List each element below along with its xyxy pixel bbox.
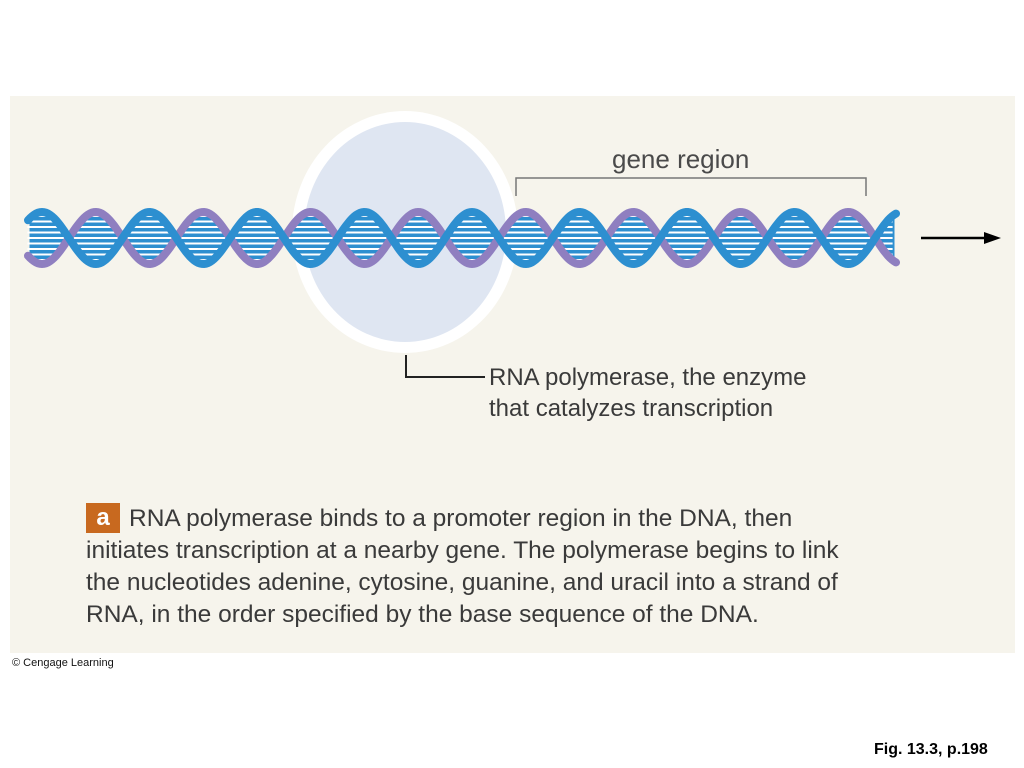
figure-reference: Fig. 13.3, p.198 — [874, 741, 988, 758]
figure-caption: a RNA polymerase binds to a promoter regi… — [86, 503, 991, 631]
right-arrow-icon — [921, 232, 1001, 244]
figure-panel — [10, 96, 1015, 653]
dna-strand-purple — [24, 207, 900, 269]
polymerase-label-line-2: that catalyzes transcription — [489, 395, 774, 422]
polymerase-label-line-1: RNA polymerase, the enzyme — [489, 364, 807, 391]
caption-line-3: the nucleotides adenine, cytosine, guani… — [86, 569, 838, 596]
copyright-notice: © Cengage Learning — [12, 657, 114, 669]
dna-double-helix — [24, 207, 900, 269]
caption-line-1: a RNA polymerase binds to a promoter regi… — [86, 503, 991, 535]
polymerase-leader-line — [405, 355, 485, 378]
dna-strand-blue — [24, 207, 900, 269]
caption-text-1: RNA polymerase binds to a promoter regio… — [129, 505, 793, 532]
gene-region-label: gene region — [612, 144, 750, 174]
polymerase-label: RNA polymerase, the enzyme that catalyze… — [489, 362, 806, 424]
gene-region-bracket — [515, 177, 867, 196]
caption-line-4: RNA, in the order specified by the base … — [86, 601, 759, 628]
caption-line-2: initiates transcription at a nearby gene… — [86, 537, 839, 564]
panel-badge: a — [86, 503, 120, 533]
